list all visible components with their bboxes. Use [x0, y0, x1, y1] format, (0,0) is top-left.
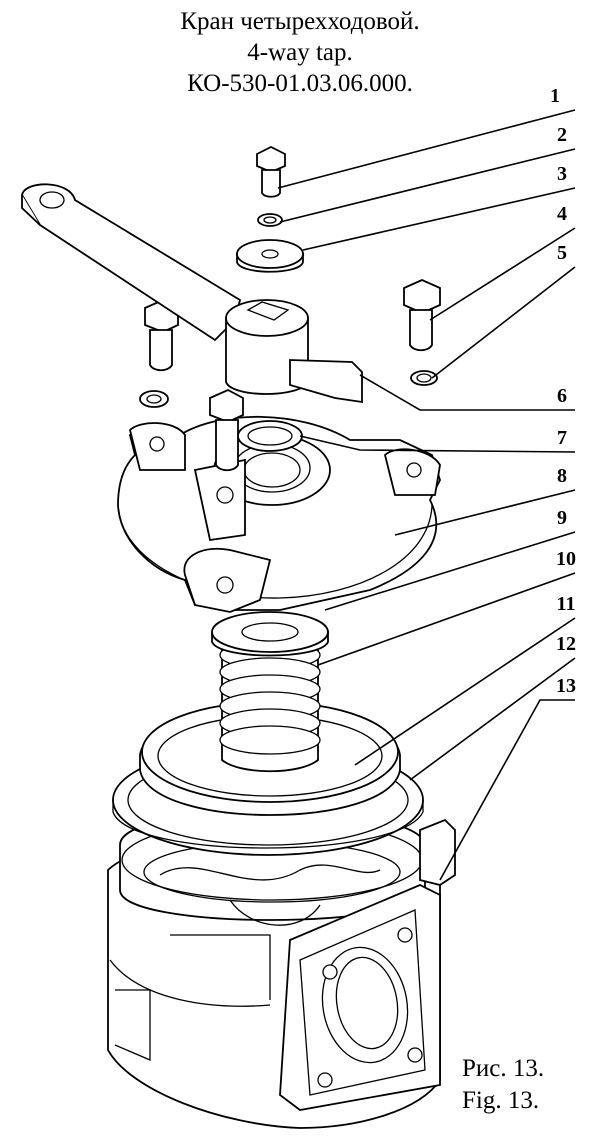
- handle-hub: [225, 299, 363, 404]
- callout-1: 1: [550, 85, 560, 107]
- callout-8: 8: [557, 465, 567, 487]
- callout-6: 6: [557, 385, 567, 407]
- o-ring: [237, 420, 303, 452]
- callout-5: 5: [557, 242, 567, 264]
- callout-9: 9: [557, 507, 567, 529]
- flat-washer: [236, 239, 304, 273]
- callout-10: 10: [556, 548, 576, 570]
- callout-4: 4: [557, 203, 567, 225]
- figure-caption: Рис. 13. Fig. 13.: [462, 1053, 544, 1117]
- handle-lever: [21, 183, 242, 342]
- title-english: 4-way tap.: [247, 39, 353, 66]
- small-washer: [257, 213, 283, 227]
- callout-3: 3: [557, 163, 567, 185]
- lock-washer-right: [410, 370, 438, 386]
- top-bolt: [256, 145, 286, 198]
- title-russian: Кран четырехходовой.: [180, 8, 420, 35]
- callout-numbers: 1 2 3 4 5 6 7 8 9 10 11 12 13: [550, 85, 576, 697]
- figure-caption-en: Fig. 13.: [462, 1087, 540, 1114]
- figure-caption-ru: Рис. 13.: [462, 1055, 545, 1082]
- callout-2: 2: [557, 124, 567, 146]
- cover-bolt-center: [209, 388, 244, 472]
- leader-lines: [277, 109, 576, 881]
- spring: [219, 640, 321, 773]
- callout-11: 11: [557, 593, 576, 615]
- tap-cover: [117, 415, 441, 613]
- lock-washer-left: [139, 390, 169, 408]
- spring-washer: [211, 611, 329, 657]
- side-bolt: [403, 279, 441, 352]
- tap-body: [107, 810, 456, 1129]
- title-code: КО-530-01.03.06.000.: [187, 70, 413, 97]
- callout-7: 7: [557, 427, 567, 449]
- callout-13: 13: [556, 675, 576, 697]
- callout-12: 12: [556, 633, 576, 655]
- drawing-title: Кран четырехходовой. 4-way tap. КО-530-0…: [0, 6, 600, 99]
